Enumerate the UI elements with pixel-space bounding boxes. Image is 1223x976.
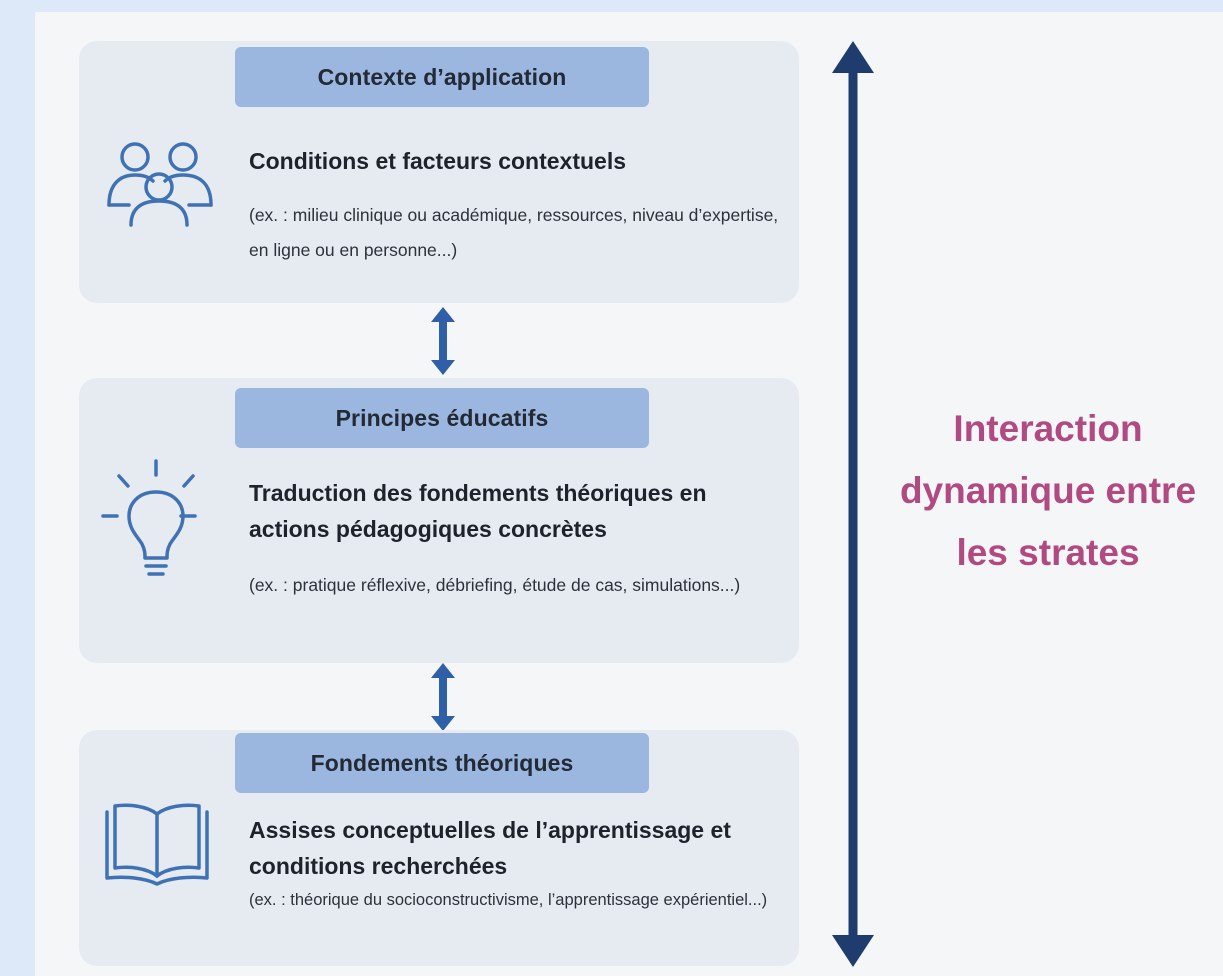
connector-arrow-2 bbox=[430, 663, 456, 736]
open-book-icon bbox=[103, 798, 211, 888]
stratum-title: Assises conceptuelles de l’apprentissage… bbox=[249, 817, 731, 879]
lightbulb-icon bbox=[97, 456, 197, 586]
stratum-description: (ex. : milieu clinique ou académique, re… bbox=[249, 205, 779, 260]
connector-arrow-1 bbox=[430, 307, 456, 380]
stratum-description: (ex. : pratique réflexive, débriefing, é… bbox=[249, 575, 741, 595]
stratum-context: Contexte d’application Conditions et fac… bbox=[79, 41, 799, 303]
stratum-header: Contexte d’application bbox=[235, 47, 649, 107]
interaction-double-arrow bbox=[832, 41, 874, 972]
interaction-label: Interaction dynamique entre les strates bbox=[899, 408, 1197, 573]
stratum-principles: Principes éducatifs Traduction des fonde… bbox=[79, 378, 799, 663]
stratum-title: Conditions et facteurs contextuels bbox=[249, 148, 627, 174]
stratum-title: Traduction des fondements théoriques en … bbox=[249, 480, 707, 542]
stratum-header: Principes éducatifs bbox=[235, 388, 649, 448]
stratum-description: (ex. : théorique du socioconstructivisme… bbox=[249, 891, 768, 909]
stratum-header: Fondements théoriques bbox=[235, 733, 649, 793]
people-group-icon bbox=[105, 137, 215, 227]
stratum-foundations: Fondements théoriques Assises conceptuel… bbox=[79, 730, 799, 966]
